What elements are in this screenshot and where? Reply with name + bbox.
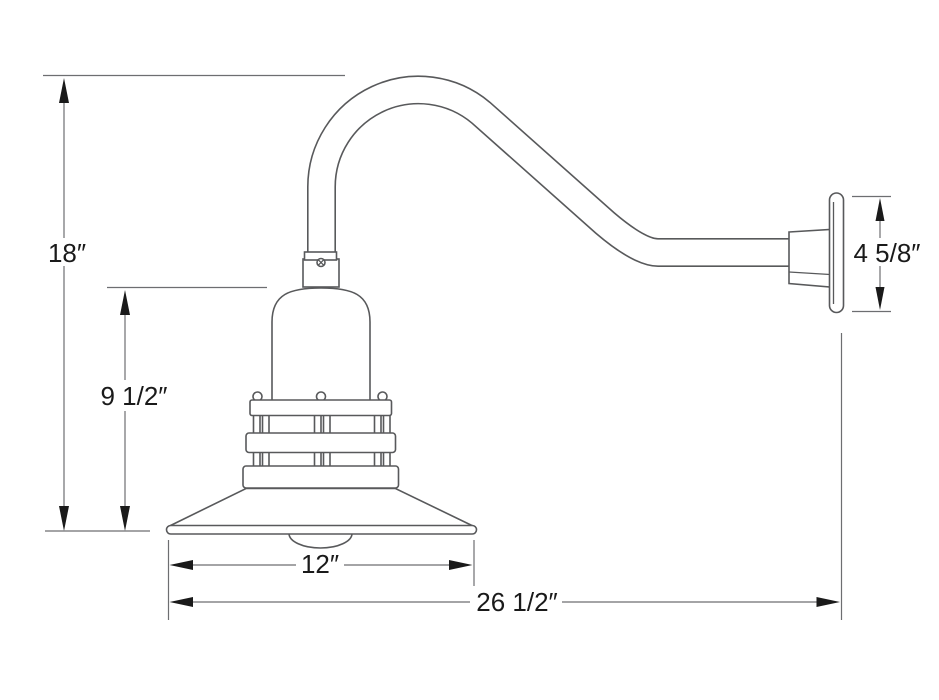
arrow-down-icon xyxy=(59,506,69,531)
dim-label-overall-height: 18″ xyxy=(48,238,86,268)
dim-label-backplate-height: 4 5/8″ xyxy=(853,238,920,268)
arrow-left-icon xyxy=(169,597,193,607)
dim-label-fixture-height: 9 1/2″ xyxy=(100,381,167,411)
dimension-overall-projection: 26 1/2″ xyxy=(169,333,843,620)
mounting-cup xyxy=(788,228,831,288)
gooseneck-fixture xyxy=(165,75,845,549)
cage-ring-bottom xyxy=(242,465,400,489)
cage-ring-middle xyxy=(245,432,397,454)
set-screw-cross xyxy=(318,259,324,266)
arrow-right-icon xyxy=(816,597,840,607)
arrow-down-icon xyxy=(875,287,885,310)
arrow-right-icon xyxy=(449,560,473,570)
shade xyxy=(165,487,478,549)
arrow-up-icon xyxy=(59,78,69,103)
dimension-fixture-height: 9 1/2″ xyxy=(100,286,267,531)
arrow-left-icon xyxy=(169,560,193,570)
dimension-overall-height: 18″ xyxy=(43,74,345,531)
dimension-backplate-height: 4 5/8″ xyxy=(852,195,921,313)
shade-cone xyxy=(168,487,475,528)
shade-rim xyxy=(165,524,478,535)
wall-mount xyxy=(788,192,845,314)
lamp-dome xyxy=(271,287,371,402)
neck-collar xyxy=(302,251,340,288)
wall-plate xyxy=(828,192,845,314)
arrow-down-icon xyxy=(120,506,130,531)
mounting-cup-step xyxy=(788,271,831,276)
cage-ring-top xyxy=(249,399,393,417)
dimension-shade-diameter: 12″ xyxy=(167,540,475,620)
cage-guard xyxy=(242,391,400,489)
dim-label-shade-diameter: 12″ xyxy=(301,549,339,579)
gooseneck-arm-fill xyxy=(308,77,800,282)
bulb xyxy=(288,533,353,549)
gooseneck-arm xyxy=(307,75,800,282)
arrow-up-icon xyxy=(120,290,130,315)
dim-label-overall-projection: 26 1/2″ xyxy=(476,587,558,617)
arrow-up-icon xyxy=(875,198,885,221)
